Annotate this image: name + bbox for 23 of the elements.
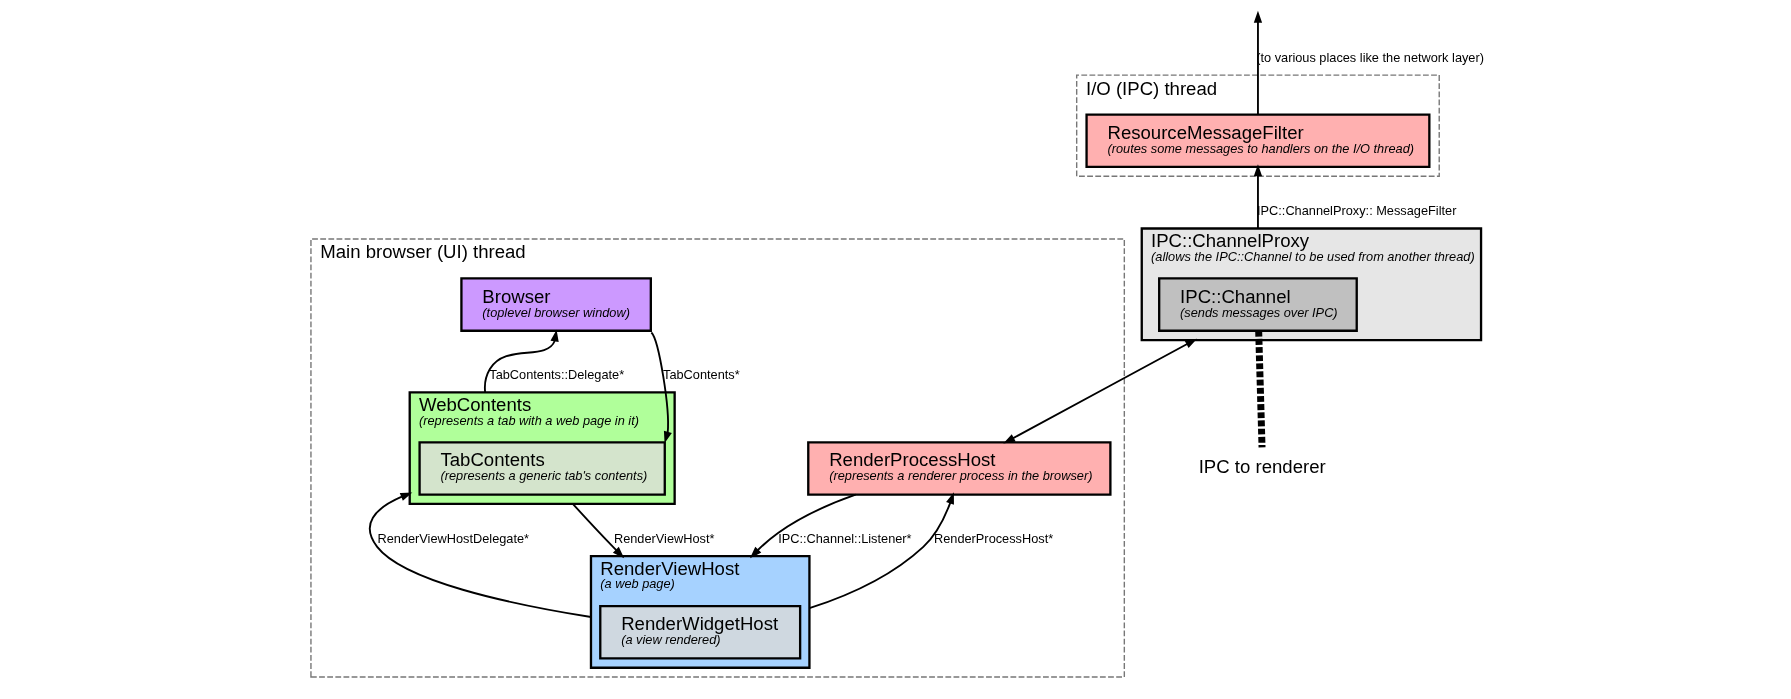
arrow <box>808 492 954 610</box>
edge-label: RenderViewHost* <box>613 531 714 547</box>
arrow <box>649 331 672 444</box>
arrow <box>571 502 624 559</box>
edge-label: TabContents* <box>662 367 740 383</box>
arrow <box>1002 338 1197 444</box>
node-box: TabContents (represents a generic tab's contents) <box>417 441 666 496</box>
node-text: IPC to renderer <box>1198 455 1326 477</box>
arrow <box>483 329 559 394</box>
arrow <box>749 493 857 559</box>
node-box: IPC::Channel (sends messages over IPC) <box>1157 277 1358 332</box>
edge-label: RenderViewHostDelegate* <box>376 531 529 547</box>
connector <box>1254 330 1265 448</box>
edge-label: TabContents::Delegate* <box>488 367 624 383</box>
edge-label: RenderProcessHost* <box>933 531 1053 547</box>
edge-label: IPC::Channel::Listener* <box>777 531 912 547</box>
node-box: RenderProcessHost (represents a renderer process in the browser) <box>806 441 1112 496</box>
arrow <box>1253 164 1262 230</box>
node-box: RenderWidgetHost (a view rendered) <box>598 604 801 660</box>
node-box: Browser (toplevel browser window) <box>459 277 652 332</box>
arrow <box>368 492 592 618</box>
arrow <box>1253 10 1262 116</box>
node-box: ResourceMessageFilter (routes some messages to handlers on the I/O thread) <box>1084 113 1430 169</box>
